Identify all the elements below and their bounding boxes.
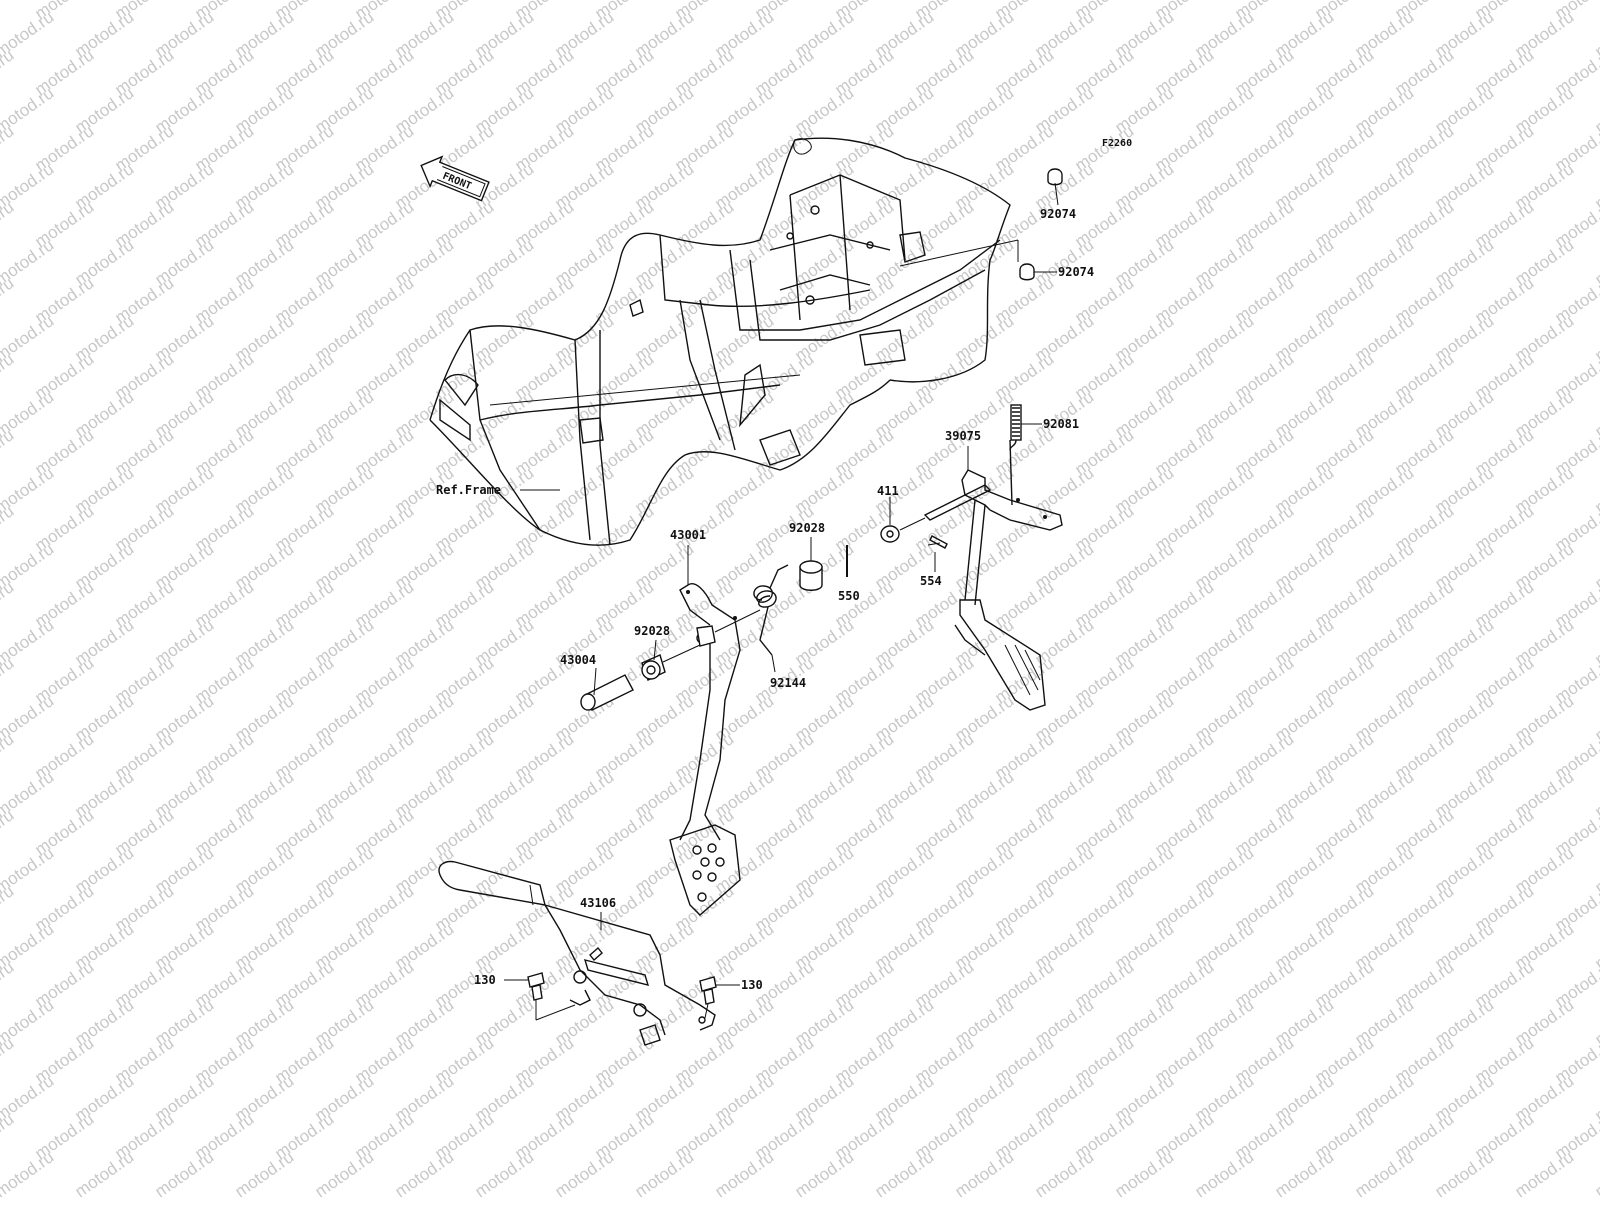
- watermark-text: motod.ru: [951, 1147, 1017, 1200]
- watermark-text: motod.ru: [1591, 1147, 1600, 1200]
- watermark-text: motod.ru: [711, 1147, 777, 1200]
- watermark-text: motod.ru: [0, 957, 17, 1011]
- part-label-92028-top: 92028: [789, 521, 825, 535]
- watermark-text: motod.ru: [0, 425, 17, 479]
- watermark-text: motod.ru: [0, 1033, 17, 1087]
- part-label-39075: 39075: [945, 429, 981, 443]
- watermark-text: motod.ru: [0, 805, 17, 859]
- watermark-text: motod.ru: [0, 45, 17, 99]
- watermark-text: motod.ru: [1191, 1147, 1257, 1200]
- watermark-text: motod.ru: [551, 1147, 617, 1200]
- part-label-411: 411: [877, 484, 899, 498]
- watermark-text: motod.ru: [1111, 1147, 1177, 1200]
- watermark-text: motod.ru: [631, 1147, 697, 1200]
- watermark-text: motod.ru: [0, 729, 17, 783]
- watermark-text: motod.ru: [0, 1109, 17, 1163]
- watermark-text: motod.ru: [0, 0, 17, 23]
- part-92028-top-bushing-drawing: [799, 537, 823, 591]
- part-label-550: 550: [838, 589, 860, 603]
- watermark-text: motod.ru: [0, 349, 17, 403]
- watermark-text: motod.ru: [1031, 1147, 1097, 1200]
- part-label-554: 554: [920, 574, 942, 588]
- watermark-text: motod.ru: [0, 197, 17, 251]
- part-label-43004: 43004: [560, 653, 596, 667]
- watermark-text: motod.ru: [471, 1147, 537, 1200]
- part-label-92074-mid: 92074: [1058, 265, 1094, 279]
- watermark-text: motod.ru: [231, 1147, 297, 1200]
- watermark-text: motod.ru: [311, 1147, 377, 1200]
- watermark-text: motod.ru: [391, 1147, 457, 1200]
- watermark-text: motod.ru: [0, 881, 17, 935]
- part-label-92074-top: 92074: [1040, 207, 1076, 221]
- part-label-130-left: 130: [474, 973, 496, 987]
- watermark-text: motod.ru: [791, 1147, 857, 1200]
- part-label-92028-mid: 92028: [634, 624, 670, 638]
- watermark-text: motod.ru: [0, 1147, 57, 1200]
- reference-frame-label: Ref.Frame: [436, 483, 501, 497]
- watermark-text: motod.ru: [151, 1147, 217, 1200]
- watermark-text: motod.ru: [1511, 1147, 1577, 1200]
- part-label-92144: 92144: [770, 676, 806, 690]
- watermark-text: motod.ru: [1431, 1147, 1497, 1200]
- watermark-text: motod.ru: [0, 653, 17, 707]
- watermark-text: motod.ru: [0, 273, 17, 327]
- watermark-text: motod.ru: [71, 1147, 137, 1200]
- diagram-code: F2260: [1102, 138, 1132, 149]
- part-label-43001: 43001: [670, 528, 706, 542]
- part-label-130-right: 130: [741, 978, 763, 992]
- watermark-text: motod.ru: [0, 121, 17, 175]
- watermark-text: motod.ru: [1351, 1147, 1417, 1200]
- watermark-text: motod.ru: [1271, 1147, 1337, 1200]
- watermark-text: motod.ru: [0, 501, 17, 555]
- part-label-43106: 43106: [580, 896, 616, 910]
- watermark-text: motod.ru: [0, 577, 17, 631]
- watermark-text: motod.ru: [871, 1147, 937, 1200]
- part-label-92081: 92081: [1043, 417, 1079, 431]
